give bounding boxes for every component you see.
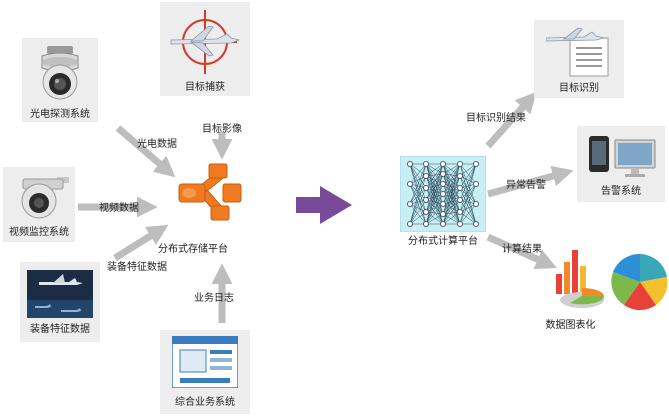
- network-node: [407, 161, 413, 167]
- business-window-icon: [172, 336, 238, 388]
- compute-platform: 分布式计算平台: [400, 156, 486, 256]
- arrow-equipment-to-storage: [113, 224, 169, 261]
- flow-label-viz: 计算结果: [502, 244, 542, 255]
- network-node: [440, 211, 447, 218]
- network-node: [407, 221, 413, 228]
- network-node: [422, 161, 429, 167]
- recognition-label: 目标识别: [559, 83, 599, 94]
- network-node: [457, 197, 464, 204]
- network-node: [422, 184, 429, 191]
- network-node: [440, 191, 447, 198]
- storage-network-icon: [178, 163, 242, 221]
- flow-label-target: 目标影像: [202, 124, 242, 135]
- phone-monitor-icon: [589, 136, 656, 177]
- charts-icon: [556, 250, 668, 311]
- equipment-data-box: 装备特征数据: [20, 262, 100, 342]
- network-node: [473, 201, 480, 208]
- data-viz-node: 数据图表化: [546, 244, 669, 334]
- compute-platform-label: 分布式计算平台: [408, 236, 478, 247]
- equipment-data-label: 装备特征数据: [30, 324, 90, 335]
- network-node: [473, 221, 480, 228]
- network-node: [457, 172, 464, 179]
- flow-label-recognition: 目标识别结果: [466, 113, 526, 124]
- neural-network-icon: [400, 156, 486, 232]
- storage-platform: 分布式存储平台: [158, 158, 278, 262]
- network-node: [473, 180, 480, 187]
- network-node: [440, 201, 447, 208]
- data-viz-label: 数据图表化: [545, 320, 596, 331]
- arrow-compute-to-viz: [486, 233, 557, 269]
- flow-label-alert: 异常告警: [506, 180, 546, 191]
- drone-screen-icon: [27, 270, 93, 318]
- flow-label-equipment: 装备特征数据: [107, 262, 167, 273]
- network-node: [440, 170, 447, 177]
- arrow-optical-to-storage: [115, 125, 176, 178]
- network-node: [473, 161, 480, 167]
- business-system-label: 综合业务系统: [175, 397, 235, 408]
- alert-system-label: 告警系统: [601, 186, 641, 197]
- flow-label-business: 业务日志: [194, 293, 234, 304]
- drone-document-icon: [546, 27, 609, 77]
- network-node: [422, 172, 429, 179]
- video-monitoring-label: 视频监控系统: [9, 227, 69, 238]
- network-node: [457, 161, 464, 167]
- drone-crosshair-icon: [170, 10, 241, 74]
- network-node: [440, 180, 447, 187]
- flow-label-video: 视频数据: [99, 203, 139, 214]
- alert-system-box: 告警系统: [577, 126, 665, 202]
- network-node: [422, 221, 429, 228]
- arrow-compute-to-alert: [487, 165, 574, 198]
- network-node: [407, 201, 413, 208]
- target-capture-box: 目标捕获: [160, 2, 250, 96]
- network-node: [422, 209, 429, 216]
- network-node: [422, 197, 429, 204]
- network-node: [457, 184, 464, 191]
- network-node: [457, 221, 464, 228]
- main-arrow: [296, 186, 352, 224]
- optical-detection-box: 光电探测系统: [22, 38, 98, 122]
- network-node: [457, 209, 464, 216]
- network-node: [440, 161, 447, 167]
- dome-camera-icon: [21, 177, 69, 219]
- network-node: [440, 221, 447, 228]
- recognition-box: 目标识别: [534, 20, 624, 98]
- target-capture-label: 目标捕获: [185, 82, 225, 93]
- network-node: [407, 180, 413, 187]
- flow-label-optical: 光电数据: [137, 139, 177, 150]
- video-monitoring-box: 视频监控系统: [3, 167, 75, 242]
- storage-platform-label: 分布式存储平台: [158, 244, 228, 255]
- surveillance-camera-icon: [41, 46, 79, 100]
- arrow-compute-to-recognition: [485, 91, 537, 149]
- business-system-box: 综合业务系统: [160, 330, 250, 414]
- optical-detection-label: 光电探测系统: [30, 109, 90, 120]
